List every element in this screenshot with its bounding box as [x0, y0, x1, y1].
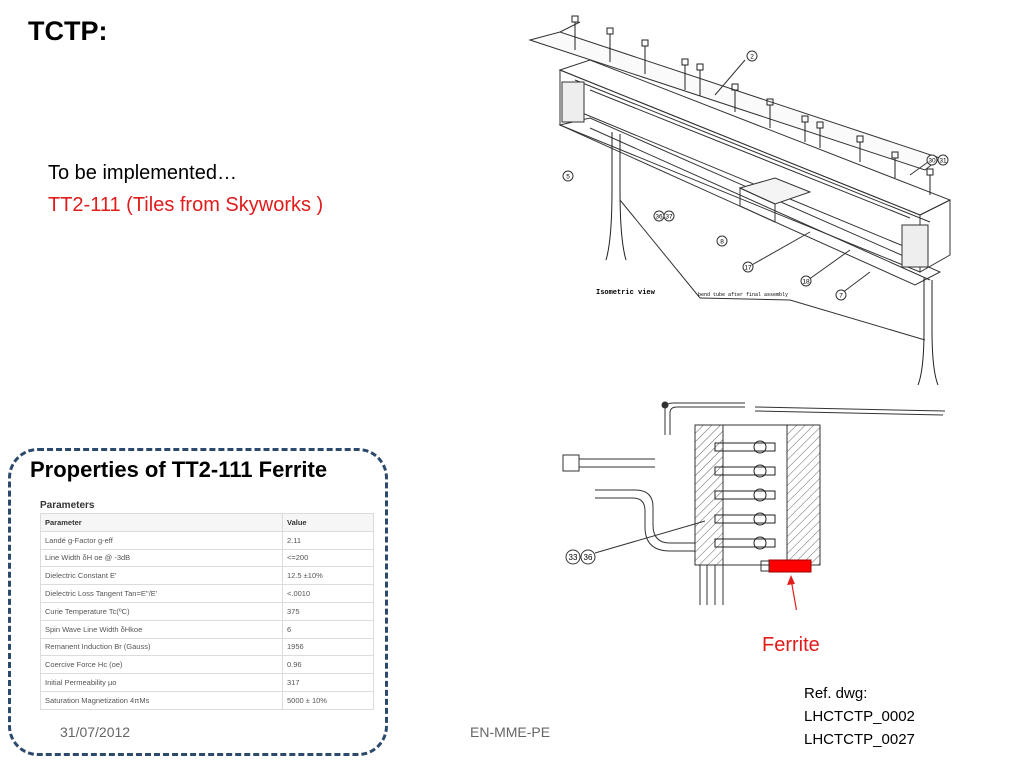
param-value: 317 — [282, 673, 374, 692]
table-header-parameter: Parameter — [40, 513, 283, 532]
slide-title: TCTP: — [28, 16, 108, 46]
param-value: 375 — [282, 601, 374, 621]
svg-text:36: 36 — [655, 214, 663, 221]
param-name: Saturation Magnetization 4πMs — [40, 690, 283, 710]
reference-drawings: Ref. dwg: LHCTCTP_0002 LHCTCTP_0027 — [804, 682, 915, 751]
param-name: Remanent Induction Br (Gauss) — [40, 637, 283, 657]
param-name: Coercive Force Hc (oe) — [40, 655, 283, 675]
implementation-note: To be implemented… — [48, 162, 237, 184]
param-value: <=200 — [282, 548, 374, 568]
balloon-2: 2 — [746, 50, 758, 62]
param-value: 6 — [282, 619, 374, 639]
table-row: Remanent Induction Br (Gauss)1956 — [40, 637, 374, 657]
table-row: Dielectric Constant E'12.5 ±10% — [40, 566, 374, 586]
svg-text:2: 2 — [750, 54, 754, 61]
footer-date: 31/07/2012 — [60, 724, 131, 740]
table-row: Line Width δH oe @ -3dB<=200 — [40, 548, 374, 568]
ferrite-label: Ferrite — [762, 634, 820, 656]
param-name: Dielectric Loss Tangent Tan=E''/E' — [40, 584, 283, 603]
svg-text:36: 36 — [584, 553, 593, 562]
param-value: 0.96 — [282, 655, 374, 675]
table-row: Curie Temperature Tc(ºC)375 — [40, 601, 374, 621]
svg-text:31: 31 — [939, 158, 947, 165]
balloon-7: 7 — [835, 289, 847, 301]
svg-text:17: 17 — [744, 265, 752, 272]
ferrite-arrow — [790, 578, 798, 610]
section-drawing: 33 36 — [562, 401, 946, 610]
ferrite-tile-note: TT2-111 (Tiles from Skyworks ) — [48, 194, 324, 216]
balloon-8: 8 — [716, 235, 728, 247]
param-name: Spin Wave Line Width δHkoe — [40, 619, 283, 639]
param-name: Curie Temperature Tc(ºC) — [40, 601, 283, 621]
param-name: Initial Permeability µo — [40, 673, 283, 692]
param-value: 2.11 — [282, 530, 374, 550]
balloon-30: 30 — [926, 154, 938, 166]
properties-title: Properties of TT2-111 Ferrite — [30, 457, 328, 482]
svg-text:30: 30 — [928, 158, 936, 165]
svg-text:8: 8 — [720, 239, 724, 246]
properties-frame — [8, 448, 388, 756]
balloon-31: 31 — [937, 154, 949, 166]
param-value: 12.5 ±10% — [282, 566, 374, 586]
balloon-5: 5 — [562, 170, 574, 182]
ferrite-tile — [768, 559, 812, 573]
svg-text:37: 37 — [665, 214, 673, 221]
balloon-18: 18 — [800, 275, 812, 287]
isometric-drawing: 2 30 31 5 36 37 8 17 18 7 Isometric view… — [528, 15, 952, 386]
footer-department: EN-MME-PE — [470, 724, 551, 740]
param-name: Landé g-Factor g-eff — [40, 530, 283, 550]
table-row: Dielectric Loss Tangent Tan=E''/E'<.0010 — [40, 584, 374, 603]
ref-dwg-0027: LHCTCTP_0027 — [804, 731, 915, 748]
param-value: 5000 ± 10% — [282, 690, 374, 710]
svg-text:18: 18 — [802, 279, 810, 286]
balloon-37: 37 — [663, 210, 675, 222]
svg-text:33: 33 — [569, 553, 578, 562]
param-value: <.0010 — [282, 584, 374, 603]
isometric-view-label: Isometric view — [596, 289, 656, 297]
balloon-36: 36 — [580, 549, 596, 565]
svg-text:5: 5 — [566, 174, 570, 181]
balloon-17: 17 — [742, 261, 754, 273]
balloon-33: 33 — [565, 549, 581, 565]
balloon-36: 36 — [653, 210, 665, 222]
param-name: Dielectric Constant E' — [40, 566, 283, 586]
bend-tube-callout: bend tube after final assembly — [698, 292, 788, 298]
parameters-heading: Parameters — [40, 500, 95, 511]
table-header-row: Parameter Value — [40, 513, 374, 532]
table-row: Coercive Force Hc (oe)0.96 — [40, 655, 374, 675]
param-value: 1956 — [282, 637, 374, 657]
table-header-value: Value — [282, 513, 374, 532]
param-name: Line Width δH oe @ -3dB — [40, 548, 283, 568]
ref-heading: Ref. dwg: — [804, 685, 868, 702]
ref-dwg-0002: LHCTCTP_0002 — [804, 708, 915, 725]
svg-text:7: 7 — [839, 293, 843, 300]
